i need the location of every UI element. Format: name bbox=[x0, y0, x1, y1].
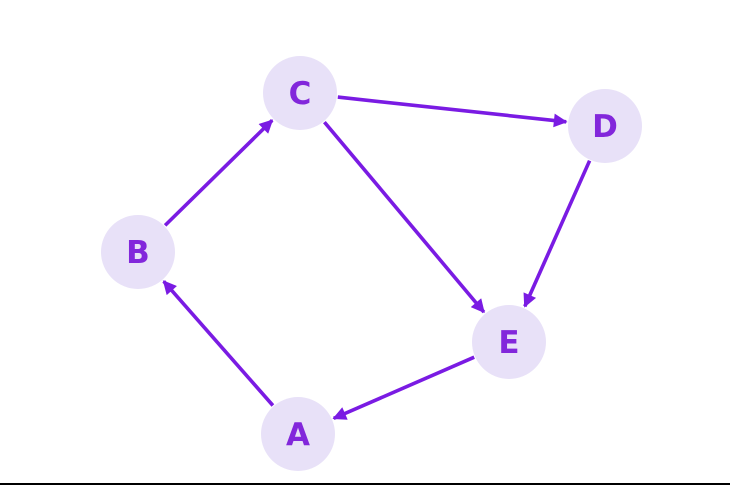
node-circle-D bbox=[568, 89, 642, 163]
node-circle-C bbox=[263, 56, 337, 130]
node-E: E bbox=[472, 305, 546, 379]
node-circle-B bbox=[101, 215, 175, 289]
node-B: B bbox=[101, 215, 175, 289]
node-circle-A bbox=[261, 397, 335, 471]
node-D: D bbox=[568, 89, 642, 163]
edge-D-to-E bbox=[523, 159, 592, 308]
edge-E-to-A bbox=[332, 355, 475, 421]
node-C: C bbox=[263, 56, 337, 130]
edge-C-to-D bbox=[337, 95, 568, 128]
edge-C-to-E bbox=[323, 120, 486, 314]
bottom-divider bbox=[0, 483, 730, 485]
node-circle-E bbox=[472, 305, 546, 379]
node-A: A bbox=[261, 397, 335, 471]
edge-B-to-C bbox=[163, 119, 274, 227]
edge-A-to-B bbox=[162, 280, 275, 407]
